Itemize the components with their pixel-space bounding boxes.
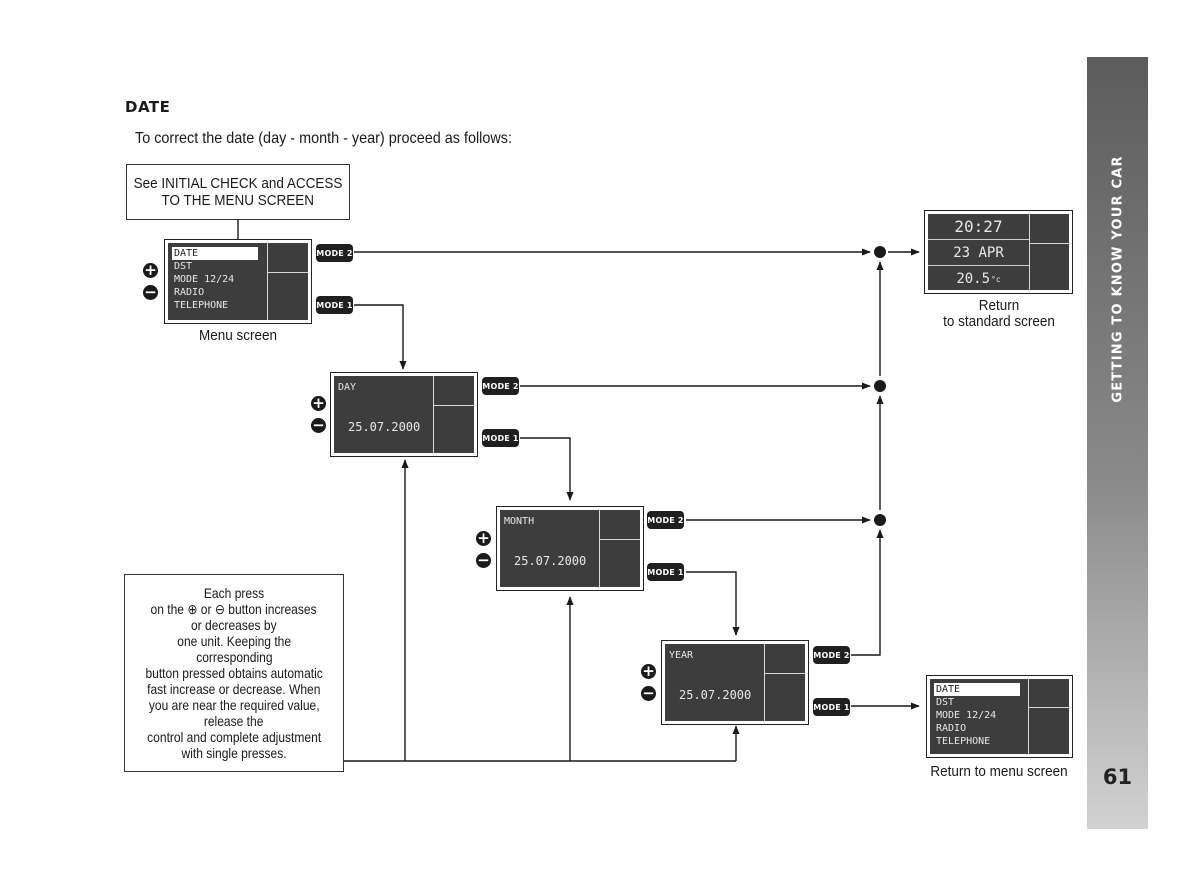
- help-note-line: release the: [204, 713, 264, 729]
- month-date-value: 25.07.2000: [514, 554, 587, 568]
- menu-item-date: DATE: [172, 247, 258, 260]
- year-screen: YEAR 25.07.2000: [661, 640, 809, 725]
- help-note-line: button pressed obtains automatic: [145, 665, 323, 681]
- intro-text: To correct the date (day - month - year)…: [135, 130, 512, 147]
- year-label: YEAR: [669, 650, 694, 661]
- help-note-line: corresponding: [195, 649, 273, 665]
- help-note-line: on the ⊕ or ⊖ button increases: [150, 601, 318, 617]
- mode2-button: MODE 2: [482, 377, 519, 395]
- help-note-line: or decreases by: [191, 617, 277, 633]
- plus-icon: +: [143, 261, 158, 279]
- access-note-line: See INITIAL CHECK and ACCESS: [133, 175, 343, 192]
- month-screen: MONTH 25.07.2000: [496, 506, 644, 591]
- help-note-line: control and complete adjustment: [146, 729, 322, 745]
- menu-screen: DATE DST MODE 12/24 RADIO TELEPHONE: [164, 239, 312, 324]
- menu-item-telephone: TELEPHONE: [174, 300, 229, 311]
- menu-item-telephone: TELEPHONE: [936, 736, 991, 747]
- day-label: DAY: [338, 382, 357, 393]
- help-note-line: with single presses.: [181, 745, 287, 761]
- mode1-button: MODE 1: [482, 429, 519, 447]
- chapter-sidebar: GETTING TO KNOW YOUR CAR 61: [1087, 57, 1148, 829]
- menu-item-date: DATE: [934, 683, 1020, 696]
- menu-item-mode: MODE 12/24: [936, 710, 997, 721]
- access-note-box: See INITIAL CHECK and ACCESS TO THE MENU…: [126, 164, 350, 220]
- minus-icon: −: [641, 684, 656, 702]
- menu-item-radio: RADIO: [936, 723, 967, 734]
- minus-icon: −: [143, 283, 158, 301]
- return-menu-caption: Return to menu screen: [930, 763, 1068, 780]
- help-note-box: Each press on the ⊕ or ⊖ button increase…: [124, 574, 344, 772]
- minus-icon: −: [311, 416, 326, 434]
- menu-item-dst: DST: [174, 261, 193, 272]
- page-number: 61: [1102, 765, 1133, 789]
- outside-temperature: 20.5°c: [956, 271, 1001, 287]
- plus-icon: +: [311, 394, 326, 412]
- chapter-title: GETTING TO KNOW YOUR CAR: [1110, 155, 1125, 403]
- plus-icon: +: [641, 662, 656, 680]
- access-note-line: TO THE MENU SCREEN: [161, 192, 315, 209]
- section-heading: DATE: [125, 98, 171, 116]
- menu-item-dst: DST: [936, 697, 955, 708]
- help-note-line: one unit. Keeping the: [177, 633, 291, 649]
- standard-screen-caption: Return to standard screen: [943, 297, 1055, 330]
- help-note-line: Each press: [203, 585, 265, 601]
- clock-time: 20:27: [928, 214, 1029, 240]
- help-note-line: fast increase or decrease. When: [147, 681, 321, 697]
- menu-item-radio: RADIO: [174, 287, 205, 298]
- menu-screen-caption: Menu screen: [198, 327, 278, 344]
- menu-item-mode: MODE 12/24: [174, 274, 235, 285]
- day-screen: DAY 25.07.2000: [330, 372, 478, 457]
- return-menu-screen: DATE DST MODE 12/24 RADIO TELEPHONE: [926, 675, 1073, 758]
- mode1-button: MODE 1: [316, 296, 353, 314]
- mode2-button: MODE 2: [316, 244, 353, 262]
- mode1-button: MODE 1: [813, 698, 850, 716]
- minus-icon: −: [476, 551, 491, 569]
- help-note-line: you are near the required value,: [148, 697, 320, 713]
- mode1-button: MODE 1: [647, 563, 684, 581]
- plus-icon: +: [476, 529, 491, 547]
- month-label: MONTH: [504, 516, 535, 527]
- mode2-button: MODE 2: [647, 511, 684, 529]
- standard-screen: 20:27 23 APR 20.5°c: [924, 210, 1073, 294]
- year-date-value: 25.07.2000: [679, 688, 752, 702]
- day-date-value: 25.07.2000: [348, 420, 421, 434]
- clock-date: 23 APR: [928, 240, 1029, 266]
- temp-unit: °c: [991, 274, 1001, 284]
- mode2-button: MODE 2: [813, 646, 850, 664]
